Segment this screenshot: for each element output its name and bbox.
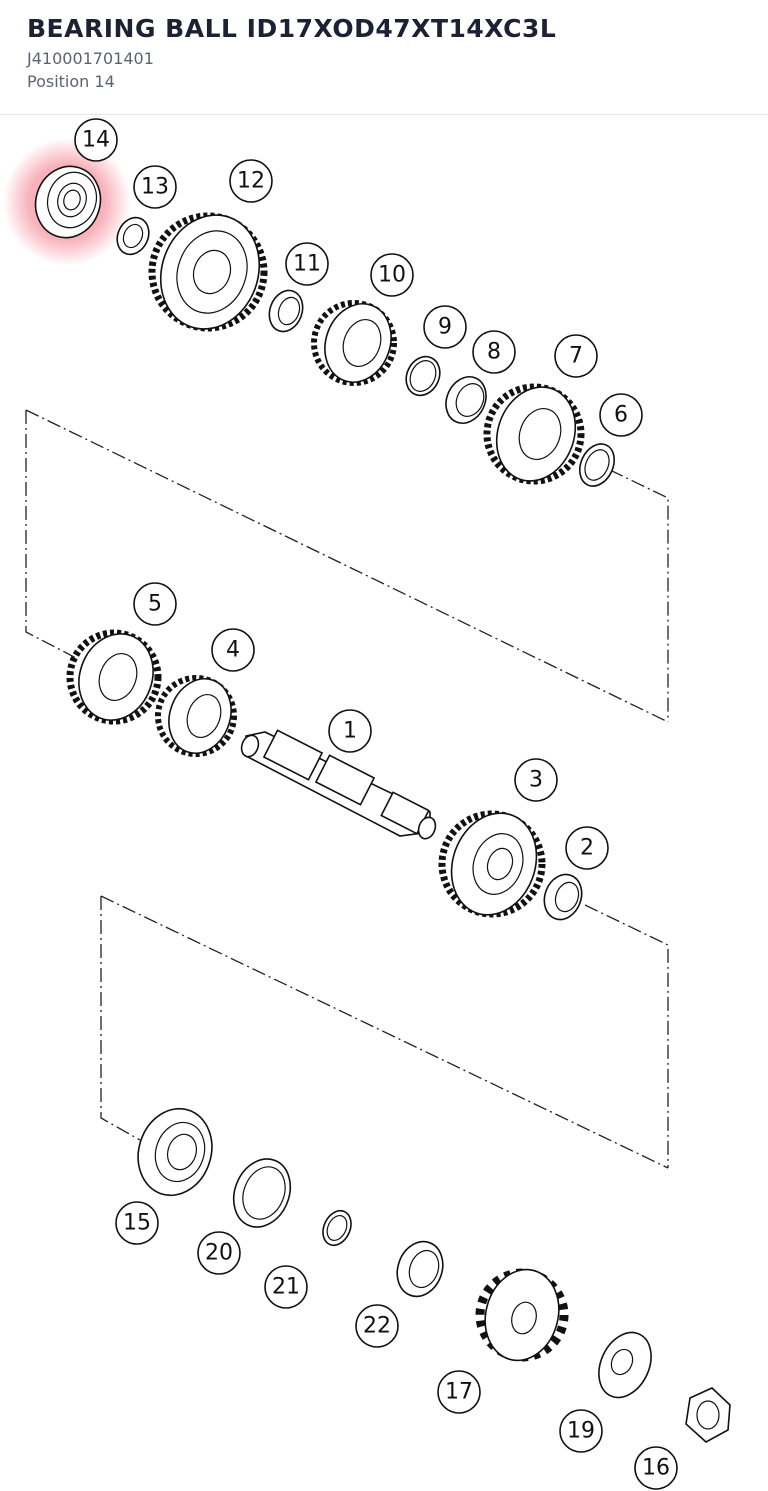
part-4-gear[interactable]	[155, 670, 241, 762]
callout-8[interactable]: 8	[472, 330, 516, 374]
callout-10[interactable]: 10	[370, 253, 414, 297]
svg-text:4: 4	[226, 638, 240, 663]
callout-6[interactable]: 6	[599, 393, 643, 437]
callout-7[interactable]: 7	[554, 334, 598, 378]
callout-15[interactable]: 15	[115, 1201, 159, 1245]
callout-3[interactable]: 3	[514, 758, 558, 802]
callout-14[interactable]: 14	[74, 118, 118, 162]
part-7-gear[interactable]	[483, 376, 588, 492]
callout-22[interactable]: 22	[355, 1304, 399, 1348]
part-5-gear[interactable]	[66, 623, 165, 730]
svg-text:16: 16	[642, 1456, 670, 1481]
callout-9[interactable]: 9	[423, 305, 467, 349]
callout-21[interactable]: 21	[264, 1265, 308, 1309]
part-20-seal[interactable]	[224, 1150, 300, 1235]
svg-text:9: 9	[438, 315, 452, 340]
callout-19[interactable]: 19	[559, 1409, 603, 1453]
svg-text:19: 19	[567, 1419, 595, 1444]
svg-text:21: 21	[272, 1275, 300, 1300]
svg-text:3: 3	[529, 768, 543, 793]
callout-17[interactable]: 17	[437, 1370, 481, 1414]
svg-text:10: 10	[378, 263, 406, 288]
svg-text:8: 8	[487, 340, 501, 365]
callout-2[interactable]: 2	[565, 826, 609, 870]
svg-text:15: 15	[123, 1211, 151, 1236]
assembly-line-upper-diagonal	[25, 409, 669, 723]
svg-text:12: 12	[237, 169, 265, 194]
svg-text:6: 6	[614, 403, 628, 428]
page-title: BEARING BALL ID17XOD47XT14XC3L	[27, 14, 557, 43]
svg-text:1: 1	[343, 719, 357, 744]
svg-text:13: 13	[141, 175, 169, 200]
svg-text:7: 7	[569, 344, 583, 369]
callout-16[interactable]: 16	[634, 1446, 678, 1490]
svg-text:11: 11	[293, 252, 321, 277]
callout-4[interactable]: 4	[211, 628, 255, 672]
callout-1[interactable]: 1	[328, 709, 372, 753]
part-21-oring[interactable]	[318, 1206, 357, 1250]
callout-20[interactable]: 20	[197, 1231, 241, 1275]
diagram-canvas: 14 13 12 11 10 9 8 7 6 5 4 1 3 2 15 20 2…	[3, 118, 731, 1490]
part-10-gear[interactable]	[311, 294, 402, 391]
part-6-washer[interactable]	[573, 438, 621, 491]
svg-text:22: 22	[363, 1314, 391, 1339]
assembly-line-lower-left	[100, 896, 141, 1141]
svg-text:5: 5	[148, 592, 162, 617]
part-1-shaft[interactable]	[239, 729, 439, 841]
assembly-line-upper-left	[25, 410, 81, 661]
callout-11[interactable]: 11	[285, 242, 329, 286]
svg-text:2: 2	[580, 836, 594, 861]
part-9-circlip[interactable]	[400, 351, 446, 401]
assembly-line-lower-diagonal	[100, 895, 669, 1169]
part-19-lockwasher[interactable]	[589, 1324, 661, 1406]
part-13-washer[interactable]	[111, 212, 154, 259]
svg-text:17: 17	[445, 1380, 473, 1405]
part-2-bushing[interactable]	[538, 869, 588, 925]
part-17-sprocket[interactable]	[475, 1261, 569, 1369]
position-label: Position 14	[27, 72, 115, 91]
assembly-line-lower-right	[584, 904, 669, 1168]
svg-text:14: 14	[82, 128, 110, 153]
part-14-bearing[interactable]	[26, 158, 109, 246]
part-header: BEARING BALL ID17XOD47XT14XC3L J41000170…	[0, 0, 768, 115]
assembly-line-upper-right	[609, 469, 669, 722]
svg-text:20: 20	[205, 1241, 233, 1266]
part-15-bearing[interactable]	[127, 1099, 223, 1205]
part-11-bushing[interactable]	[264, 286, 308, 336]
part-22-spacer[interactable]	[390, 1235, 450, 1303]
callout-12[interactable]: 12	[229, 159, 273, 203]
callout-5[interactable]: 5	[133, 582, 177, 626]
part-number: J410001701401	[27, 49, 154, 68]
part-16-nut[interactable]	[685, 1387, 731, 1443]
part-8-bushing[interactable]	[439, 370, 494, 430]
exploded-parts-diagram: 14 13 12 11 10 9 8 7 6 5 4 1 3 2 15 20 2…	[0, 115, 768, 1491]
callout-13[interactable]: 13	[133, 165, 177, 209]
part-3-gear[interactable]	[438, 801, 551, 927]
part-12-gear[interactable]	[145, 201, 275, 343]
